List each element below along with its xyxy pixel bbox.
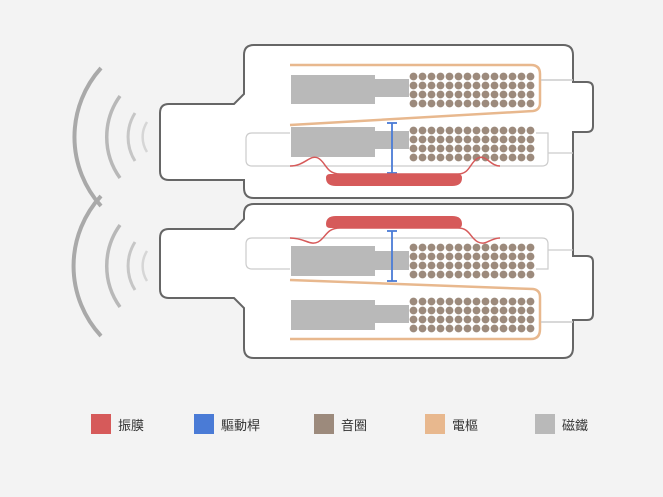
armature-bottom — [289, 278, 542, 341]
legend-swatch — [314, 414, 334, 434]
inner-frame-bottom — [245, 237, 549, 270]
drive-rod-top — [387, 122, 397, 174]
voice-coil-top-upper — [409, 72, 535, 108]
diaphragm-top — [326, 174, 462, 186]
drive-rod-bottom — [387, 230, 397, 282]
sound-wave-arc — [141, 121, 149, 153]
legend-swatch — [91, 414, 111, 434]
legend-swatch — [535, 414, 555, 434]
legend-item-voice-coil: 音圈 — [314, 413, 367, 435]
legend-swatch — [425, 414, 445, 434]
sound-wave-arc — [105, 94, 122, 180]
driver-top — [159, 44, 594, 199]
legend-item-magnet: 磁鐵 — [535, 413, 588, 435]
legend-label: 驅動桿 — [221, 418, 261, 434]
magnet-bottom-lower — [291, 300, 409, 330]
sound-wave-arc — [71, 194, 103, 338]
diaphragm-bottom — [326, 216, 462, 228]
armature-top — [289, 63, 542, 127]
driver-bottom — [159, 203, 594, 359]
magnet-top-lower — [291, 127, 409, 157]
voice-coil-top-lower — [409, 126, 535, 162]
legend-item-armature: 電樞 — [425, 413, 478, 435]
sound-waves-top — [72, 66, 149, 208]
legend-item-drive-rod: 驅動桿 — [194, 413, 260, 435]
legend-label: 振膜 — [118, 418, 145, 434]
legend-label: 音圈 — [341, 418, 368, 434]
sound-waves-bottom — [71, 194, 149, 338]
inner-frame-top — [245, 132, 549, 167]
legend-label: 電樞 — [452, 418, 479, 434]
magnet-top-upper — [291, 75, 409, 104]
voice-coil-bottom-lower — [409, 297, 535, 333]
sound-wave-arc — [72, 66, 103, 208]
voice-coil-bottom-upper — [409, 243, 535, 279]
magnet-bottom-upper — [291, 246, 409, 276]
sound-wave-arc — [126, 112, 137, 162]
legend-item-diaphragm: 振膜 — [91, 413, 144, 435]
legend-swatch — [194, 414, 214, 434]
sound-wave-arc — [141, 250, 149, 282]
legend-label: 磁鐵 — [562, 418, 589, 434]
sound-wave-arc — [105, 223, 122, 309]
sound-wave-arc — [126, 241, 137, 291]
